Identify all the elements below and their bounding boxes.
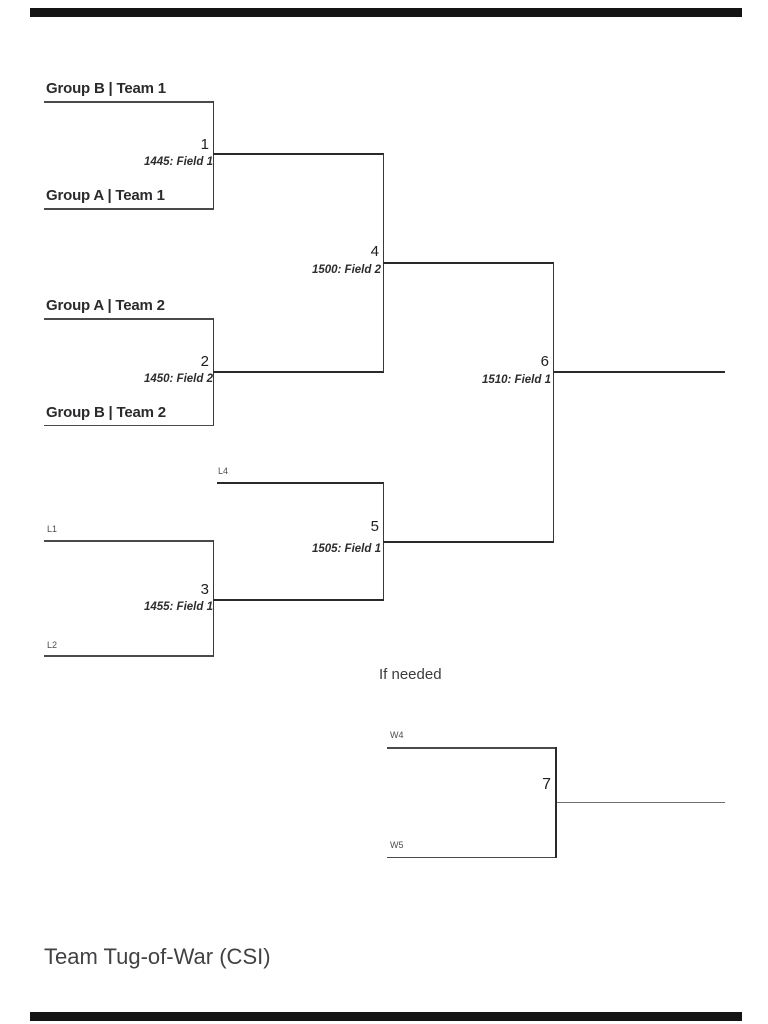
match5-schedule: 1505: Field 1 <box>311 543 381 555</box>
match1-winner-line <box>212 153 384 156</box>
match2-bottom-team-label: Group B | Team 2 <box>46 404 166 421</box>
match3-vertical-line <box>212 540 215 656</box>
match2-top-line <box>44 318 214 320</box>
match2-bottom-line <box>44 424 214 426</box>
match3-schedule: 1455: Field 1 <box>143 601 213 613</box>
match2-number: 2 <box>200 353 209 370</box>
match3-winner-line <box>212 598 384 601</box>
match7-top-line <box>387 747 557 749</box>
match4-winner-line <box>382 261 554 264</box>
match3-top-line <box>44 540 214 542</box>
match5-top-line <box>217 482 384 484</box>
header-rule-bar <box>30 8 742 17</box>
match6-vertical-line <box>552 261 555 543</box>
match6-number: 6 <box>540 353 549 370</box>
match3-number: 3 <box>200 581 209 598</box>
bracket-title: Team Tug-of-War (CSI) <box>44 944 271 969</box>
match7-bottom-seed-label: W5 <box>390 840 404 850</box>
match7-bottom-line <box>387 856 557 858</box>
match1-bottom-team-label: Group A | Team 1 <box>46 187 165 204</box>
match1-number: 1 <box>200 136 209 153</box>
match6-schedule: 1510: Field 1 <box>481 374 551 386</box>
match2-top-team-label: Group A | Team 2 <box>46 297 165 314</box>
match5-number: 5 <box>370 518 379 535</box>
match4-schedule: 1500: Field 2 <box>311 264 381 276</box>
match7-top-seed-label: W4 <box>390 730 404 740</box>
match7-number: 7 <box>542 776 551 793</box>
match2-winner-line <box>212 370 384 373</box>
match7-vertical-line <box>555 747 558 858</box>
if-needed-label: If needed <box>379 666 442 683</box>
match5-top-seed-label: L4 <box>218 466 229 476</box>
match3-top-seed-label: L1 <box>47 524 58 534</box>
match1-top-team-label: Group B | Team 1 <box>46 80 166 97</box>
match6-winner-line <box>552 371 725 374</box>
match5-winner-line <box>382 540 554 543</box>
match1-top-line <box>44 101 214 103</box>
match3-bottom-line <box>44 655 214 657</box>
footer-rule-bar <box>30 1012 742 1021</box>
match3-bottom-seed-label: L2 <box>47 640 58 650</box>
match7-winner-line <box>557 802 725 804</box>
match1-schedule: 1445: Field 1 <box>143 156 213 168</box>
match2-schedule: 1450: Field 2 <box>143 373 213 385</box>
match4-number: 4 <box>370 243 379 260</box>
match1-bottom-line <box>44 208 214 210</box>
